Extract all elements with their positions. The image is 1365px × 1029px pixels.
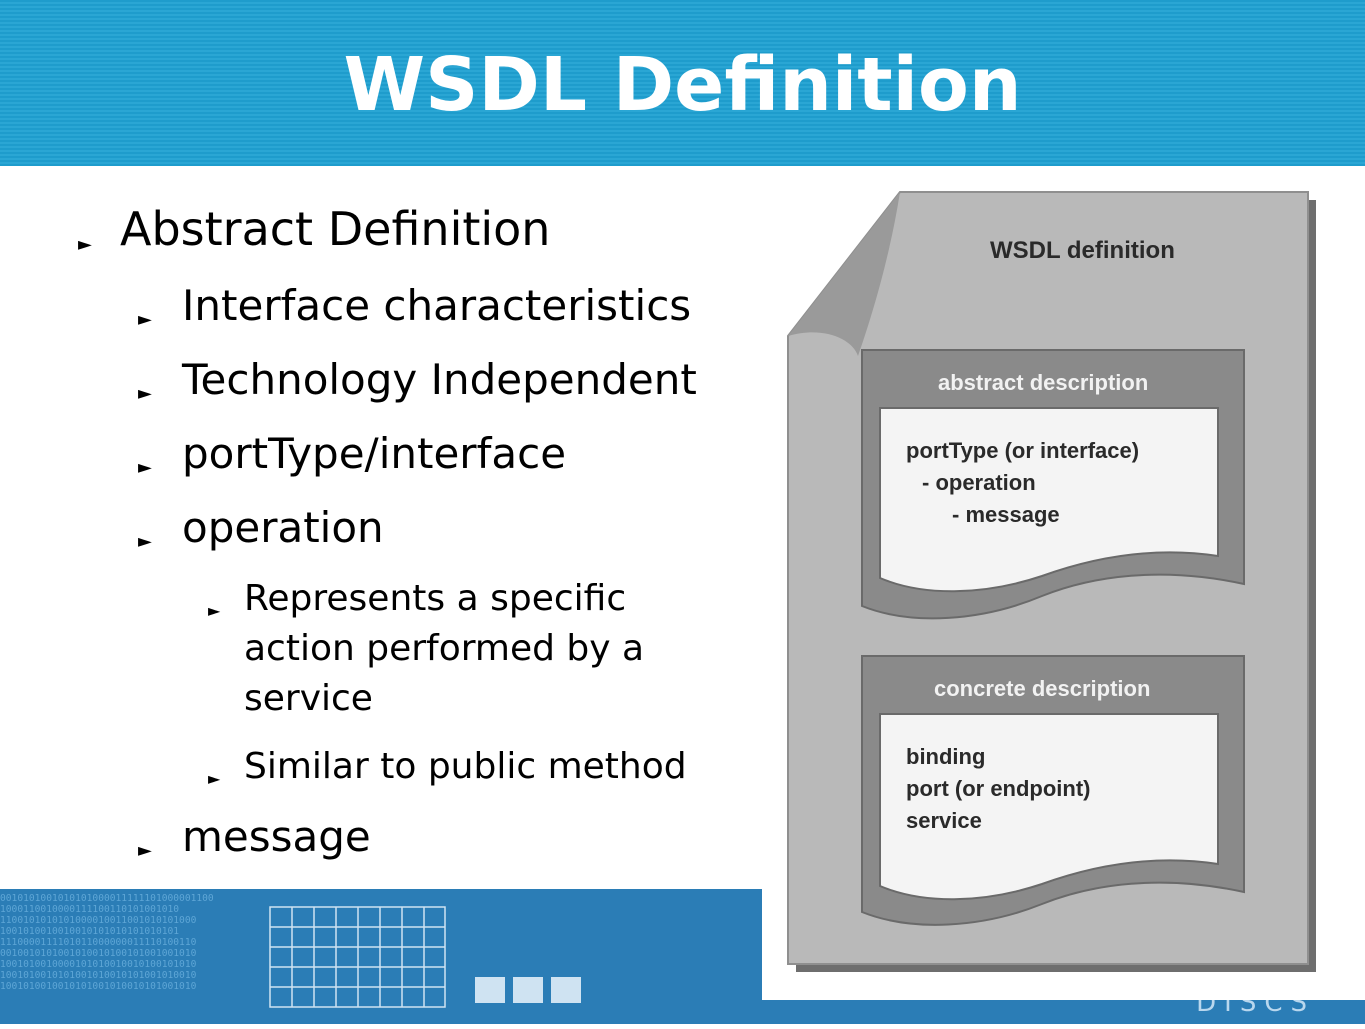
binding-line: binding (906, 744, 985, 769)
concrete-inner-paper (879, 713, 1219, 901)
bullet-arrow-icon: ► (138, 531, 152, 552)
abstract-description-label: abstract description (938, 370, 1148, 395)
bullet-arrow-icon: ► (78, 234, 92, 255)
bullet-arrow-icon: ► (138, 457, 152, 478)
abstract-inner-paper (879, 407, 1219, 593)
bullet-abstract-definition: ► Abstract Definition (78, 202, 550, 256)
slide-title: WSDL Definition (343, 42, 1022, 128)
service-line: service (906, 808, 982, 833)
bullet-interface-characteristics: ► Interface characteristics (138, 281, 691, 331)
bullet-arrow-icon: ► (138, 383, 152, 404)
message-line: - message (952, 502, 1060, 527)
concrete-description-label: concrete description (934, 676, 1150, 701)
bullet-operation: ► operation (138, 503, 384, 553)
operation-line: - operation (922, 470, 1036, 495)
porttype-line: portType (or interface) (906, 438, 1139, 463)
bullet-represents-specific-action: ► Represents a specific action performed… (208, 578, 645, 719)
bullet-arrow-icon: ► (138, 840, 152, 861)
binary-pattern-decoration: 0010101001010101000011111101000001100 10… (0, 893, 214, 992)
bullet-porttype-interface: ► portType/interface (138, 429, 566, 479)
title-banner: WSDL Definition (0, 0, 1365, 166)
bullet-message: ► message (138, 812, 371, 862)
page-fold-corner (788, 192, 900, 356)
bullet-arrow-icon: ► (208, 769, 221, 788)
bullet-arrow-icon: ► (208, 601, 221, 620)
port-line: port (or endpoint) (906, 776, 1091, 801)
wsdl-definition-label: WSDL definition (990, 237, 1175, 264)
grid-graphic-decoration (269, 906, 581, 1008)
wsdl-diagram: WSDL definition abstract description por… (787, 191, 1316, 972)
bullet-technology-independent: ► Technology Independent (138, 355, 697, 405)
bullet-similar-public-method: ► Similar to public method (208, 742, 724, 792)
bullet-arrow-icon: ► (138, 309, 152, 330)
